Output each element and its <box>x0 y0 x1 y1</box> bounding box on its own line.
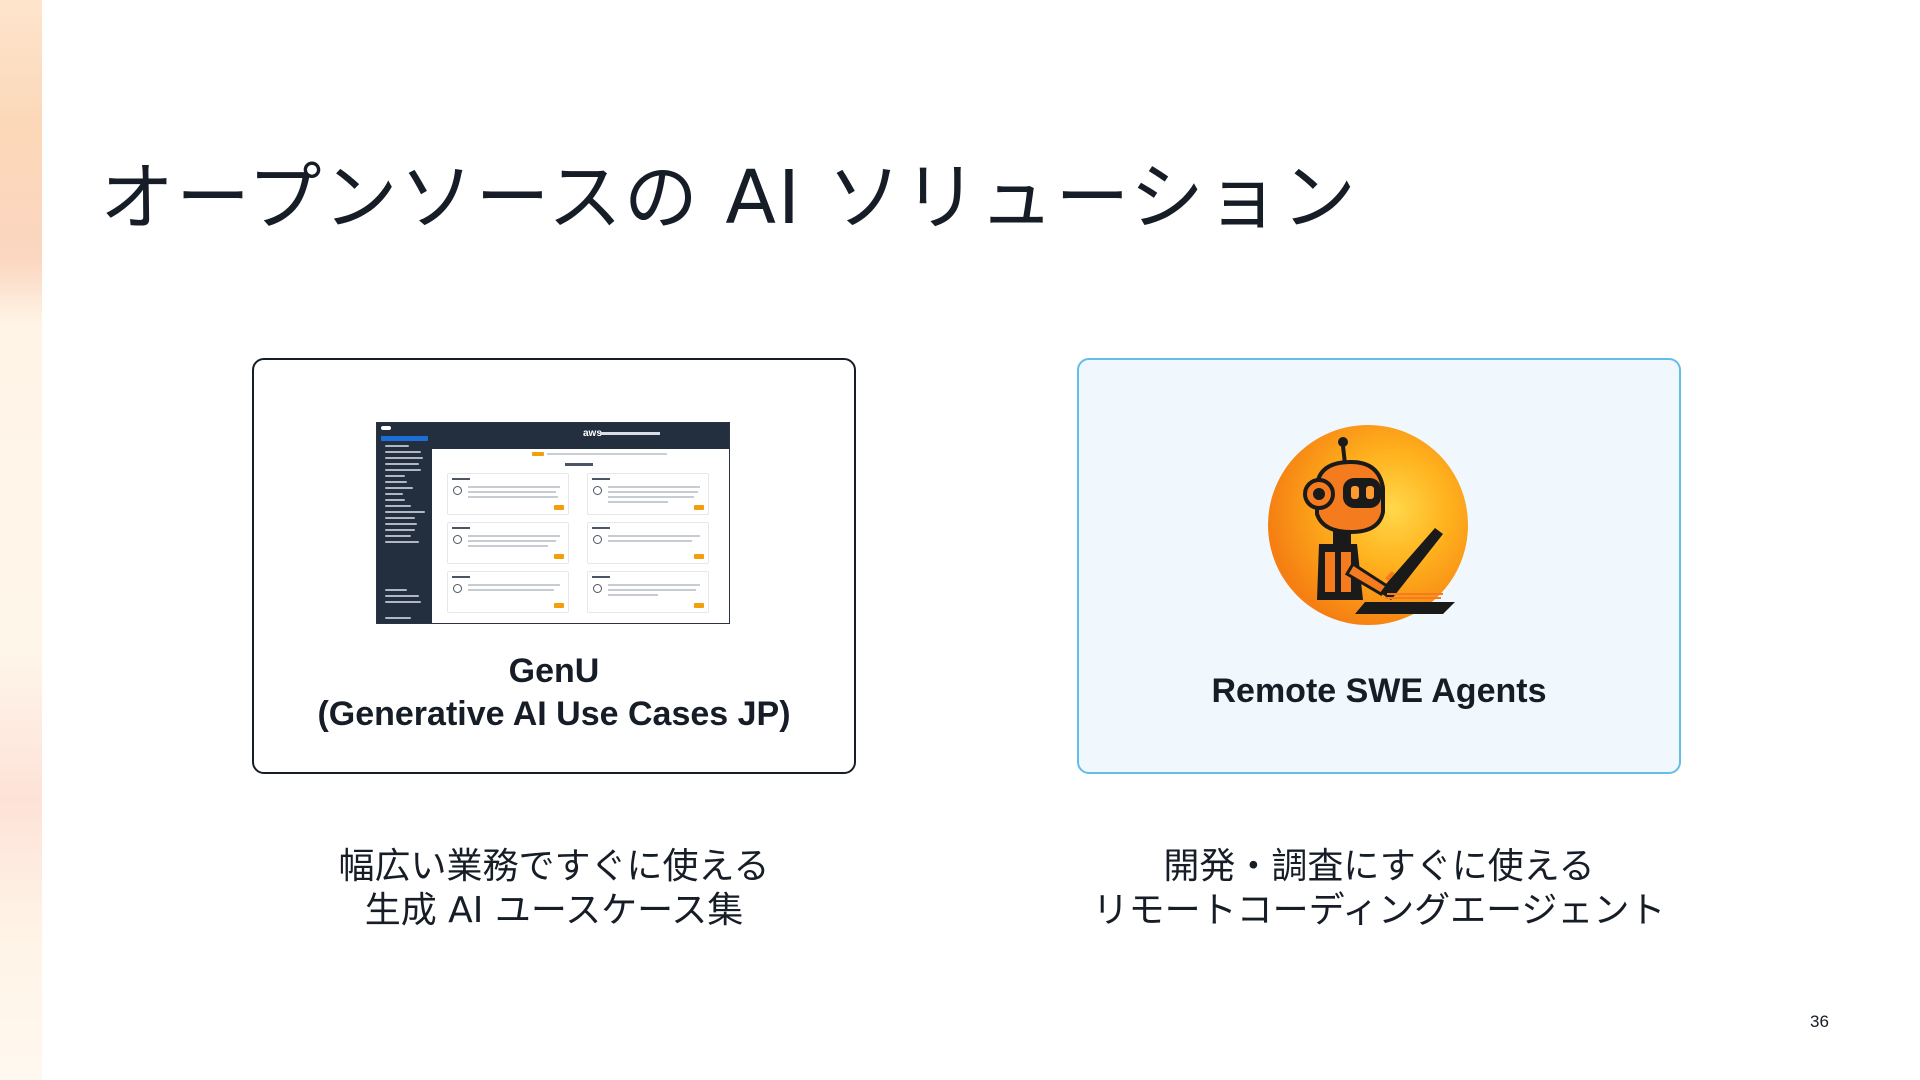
mock-notice-badge <box>532 452 544 456</box>
remote-swe-caption-line1: 開発・調査にすぐに使える <box>1163 846 1595 887</box>
mock-active-nav <box>381 436 428 441</box>
mock-tile <box>447 473 569 515</box>
mock-logo <box>381 426 391 430</box>
remote-swe-agents-card[interactable]: Remote SWE Agents <box>1077 358 1681 774</box>
mock-tile <box>587 522 709 564</box>
mock-tile <box>587 473 709 515</box>
genu-card[interactable]: aws <box>252 358 856 774</box>
mock-tile <box>587 571 709 613</box>
genu-caption-line1: 幅広い業務ですぐに使える <box>338 846 770 887</box>
mock-tile <box>447 522 569 564</box>
page-number: 36 <box>1810 1012 1829 1031</box>
remote-swe-agents-card-title: Remote SWE Agents <box>1211 672 1547 710</box>
genu-caption-line2: 生成 AI ユースケース集 <box>364 890 744 931</box>
aws-logo: aws <box>583 428 602 439</box>
mock-use-cases-title <box>565 463 593 466</box>
genu-card-subtitle: (Generative AI Use Cases JP) <box>317 695 791 733</box>
remote-swe-caption: 開発・調査にすぐに使える リモートコーディングエージェント <box>1077 845 1681 933</box>
mock-tile <box>447 571 569 613</box>
decorative-side-strip <box>0 0 42 1080</box>
mock-sidebar <box>377 423 432 623</box>
mock-header: aws <box>432 423 729 449</box>
genu-card-title: GenU <box>508 652 600 690</box>
robot-logo <box>1268 425 1468 625</box>
slide-title: オープンソースの AI ソリューション <box>100 155 1358 241</box>
genu-app-screenshot: aws <box>376 422 730 624</box>
remote-swe-caption-line2: リモートコーディングエージェント <box>1092 890 1666 931</box>
genu-caption: 幅広い業務ですぐに使える 生成 AI ユースケース集 <box>252 845 856 933</box>
